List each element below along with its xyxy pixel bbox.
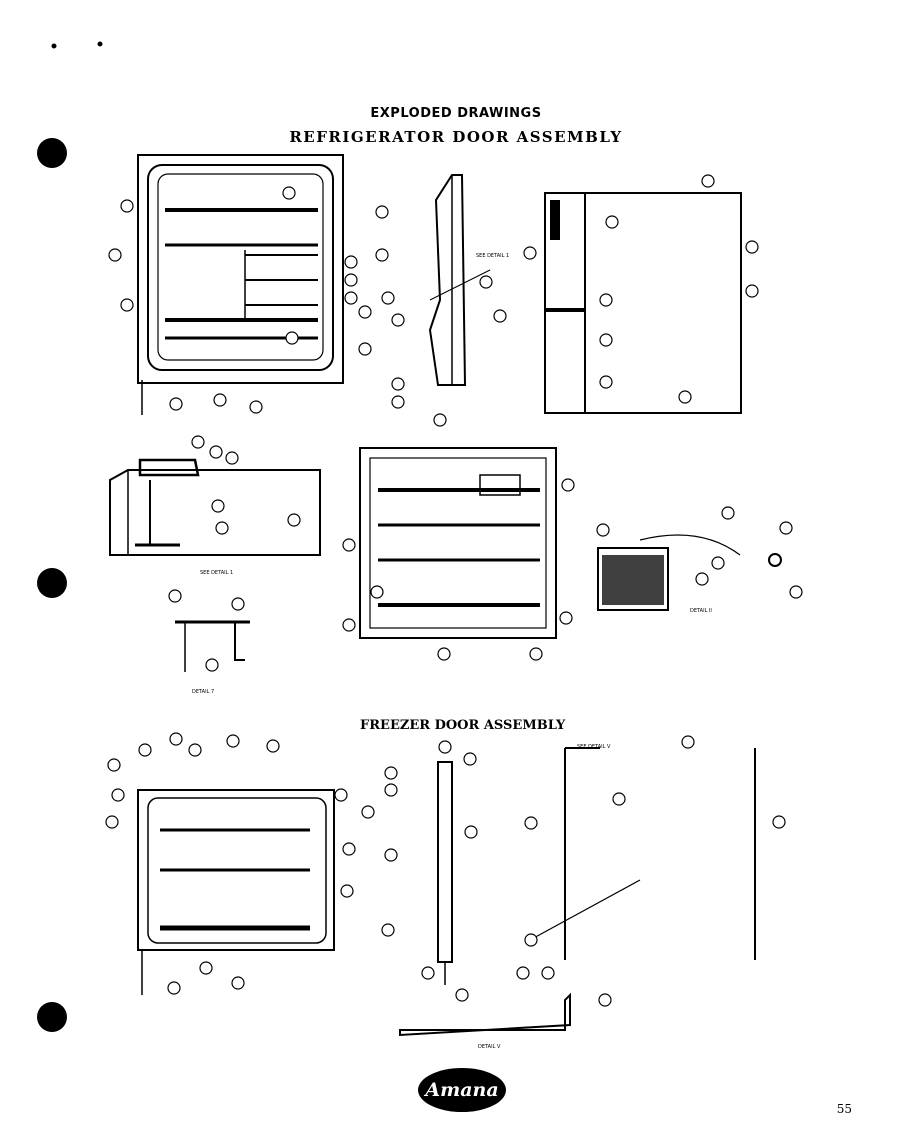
refrigerator-inner-panel [137,154,344,415]
detail-ii-caption: DETAIL II [690,608,712,614]
binder-hole-middle [37,568,67,598]
freezer-door-front-panel [529,747,756,960]
refrigerator-door-side-profile [428,174,491,386]
detail-7-drawing [175,620,250,672]
detail-1-drawing [109,458,321,556]
binder-hole-top [37,138,67,168]
detail-7-caption: DETAIL 7 [192,689,214,695]
detail-v-drawing [399,992,571,1037]
detail-ii-drawing [597,534,782,611]
see-detail-v-label: SEE DETAIL V [577,744,611,750]
detail-1-caption: SEE DETAIL 1 [200,570,233,576]
callout-markers [105,174,803,1007]
binder-hole-bottom [37,1002,67,1032]
freezer-door-side-profile [437,761,453,985]
detail-v-caption: DETAIL V [478,1044,501,1050]
see-detail-1-label: SEE DETAIL 1 [476,253,509,259]
freezer-inner-panel [137,789,335,995]
page-number: 55 [836,1102,852,1116]
refrigerator-door-title: REFRIGERATOR DOOR ASSEMBLY [289,128,623,146]
page-heading: EXPLODED DRAWINGS [370,106,542,121]
refrigerator-door-liner [359,447,557,639]
refrigerator-door-front-panel [544,192,742,414]
amana-logo: Amana [418,1068,506,1112]
detail-caption-group: SEE DETAIL 1 SEE DETAIL 1 DETAIL 7 DETAI… [192,253,712,1050]
freezer-door-title: FREEZER DOOR ASSEMBLY [360,718,566,733]
